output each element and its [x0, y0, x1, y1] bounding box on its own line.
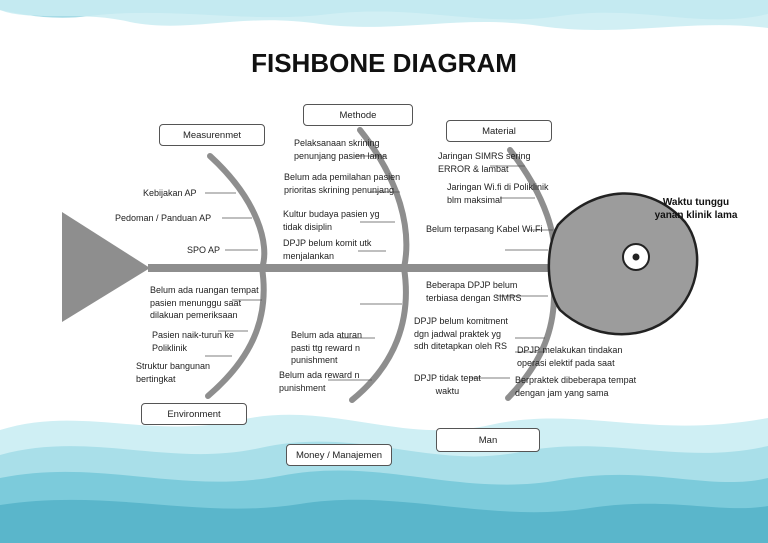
cause-environment-3-line-1: Struktur bangunan: [136, 361, 211, 371]
cause-method-1-line-1: Pelaksanaan skrining: [294, 138, 380, 148]
cause-money-1-line-1: Belum ada aturan: [291, 330, 363, 340]
cause-method-1: Pelaksanaan skrining penunjang pasien la…: [294, 137, 387, 162]
cause-man-5: Berpraktek dibeberapa tempat dengan jam …: [515, 374, 636, 399]
cause-money-1-line-2: pasti ttg reward n: [291, 342, 361, 353]
cause-material-1: Jaringan SIMRS sering ERROR & lambat: [438, 150, 531, 175]
cause-man-1-line-1: Beberapa DPJP belum: [426, 280, 518, 290]
cause-measurement-1: Kebijakan AP: [143, 188, 197, 198]
diagram-title: FISHBONE DIAGRAM: [251, 48, 517, 78]
cause-material-2: Jaringan Wi.fi di Poliklinik blm maksima…: [447, 181, 549, 206]
cause-environment-1-line-1: Belum ada ruangan tempat: [150, 285, 259, 295]
cause-measurement-3: SPO AP: [187, 245, 221, 255]
cause-material-1-line-2: ERROR & lambat: [438, 163, 509, 174]
cause-environment-1: Belum ada ruangan tempat pasien menunggu…: [150, 284, 259, 322]
cause-money-2-line-1: Belum ada reward n: [279, 370, 360, 380]
cause-man-1: Beberapa DPJP belum terbiasa dengan SIMR…: [426, 279, 522, 304]
cause-method-3-line-2: tidak disiplin: [283, 221, 333, 232]
cause-method-4-line-2: menjalankan: [283, 250, 335, 261]
cause-money-2: Belum ada reward n punishment: [279, 369, 360, 394]
cause-material-1-line-1: Jaringan SIMRS sering: [438, 151, 531, 161]
category-material: Material: [446, 120, 552, 142]
category-environment: Environment: [141, 403, 247, 425]
cause-man-5-line-1: Berpraktek dibeberapa tempat: [515, 375, 637, 385]
fish-head: [547, 192, 699, 336]
cause-man-2-line-2: dgn jadwal praktek yg: [414, 328, 502, 339]
cause-measurement-2: Pedoman / Panduan AP: [115, 213, 212, 223]
category-method: Methode: [303, 104, 413, 126]
cause-environment-3: Struktur bangunan bertingkat: [136, 360, 210, 385]
category-money: Money / Manajemen: [286, 444, 392, 466]
cause-material-2-line-1: Jaringan Wi.fi di Poliklinik: [447, 182, 549, 192]
effect-label-line-2: yanan klinik lama: [654, 210, 738, 221]
cause-material-2-line-2: blm maksimal: [447, 194, 503, 205]
bone-environment-lower: [205, 265, 267, 399]
fish-tail: [62, 212, 150, 322]
cause-money-1: Belum ada aturan pasti ttg reward n puni…: [291, 329, 362, 367]
cause-environment-1-line-2: pasien menunggu saat: [150, 297, 242, 308]
cause-man-3-line-1: DPJP tidak tepat: [414, 373, 481, 383]
cause-method-3-line-1: Kultur budaya pasien yg: [283, 209, 380, 219]
cause-method-3: Kultur budaya pasien yg tidak disiplin: [283, 208, 380, 233]
cause-man-2-line-3: sdh ditetapkan oleh RS: [414, 341, 508, 351]
bottom-wave-4: [0, 499, 768, 543]
fish-spine: [148, 264, 568, 272]
cause-man-1-line-2: terbiasa dengan SIMRS: [426, 292, 522, 303]
cause-environment-1-line-3: dilakuan pemeriksaan: [150, 310, 238, 320]
bone-method-upper: [357, 127, 410, 271]
cause-man-4-line-2: operasi elektif pada saat: [517, 357, 615, 368]
effect-label-line-1: Waktu tunggu: [662, 197, 730, 208]
cause-environment-2-line-2: Poliklinik: [152, 342, 188, 353]
cause-environment-3-line-2: bertingkat: [136, 373, 176, 384]
cause-money-1-line-3: punishment: [291, 355, 338, 365]
category-man: Man: [436, 428, 540, 452]
cause-money-2-line-2: punishment: [279, 382, 326, 393]
cause-method-2-line-1: Belum ada pemilahan pasien: [284, 172, 401, 182]
cause-man-4-line-1: DPJP melakukan tindakan: [517, 345, 623, 355]
top-wave-light: [0, 0, 768, 30]
cause-environment-2: Pasien naik-turun ke Poliklinik: [152, 329, 234, 354]
cause-man-5-line-2: dengan jam yang sama: [515, 387, 609, 398]
bone-measurement-upper: [207, 153, 268, 271]
cause-method-4-line-1: DPJP belum komit utk: [283, 238, 372, 248]
cause-environment-2-line-1: Pasien naik-turun ke: [152, 330, 235, 340]
bone-money-lower: [349, 265, 409, 403]
cause-material-3: Belum terpasang Kabel Wi.Fi: [426, 224, 543, 234]
cause-method-1-line-2: penunjang pasien lama: [294, 150, 388, 161]
cause-man-2-line-1: DPJP belum komitment: [414, 316, 508, 326]
cause-man-3-line-2: waktu: [435, 385, 460, 396]
cause-method-4: DPJP belum komit utk menjalankan: [283, 237, 371, 262]
category-measurement: Measurenmet: [159, 124, 265, 146]
cause-man-2: DPJP belum komitment dgn jadwal praktek …: [414, 315, 508, 353]
cause-man-3: DPJP tidak tepat waktu: [414, 372, 481, 397]
effect-label: Waktu tunggu yanan klinik lama: [640, 196, 752, 222]
cause-method-2-line-2: prioritas skrining penunjang: [284, 184, 395, 195]
fish-pupil: [632, 253, 640, 261]
cause-method-2: Belum ada pemilahan pasien prioritas skr…: [284, 171, 400, 196]
cause-man-4: DPJP melakukan tindakan operasi elektif …: [517, 344, 622, 369]
cause-connectors: [205, 155, 553, 381]
